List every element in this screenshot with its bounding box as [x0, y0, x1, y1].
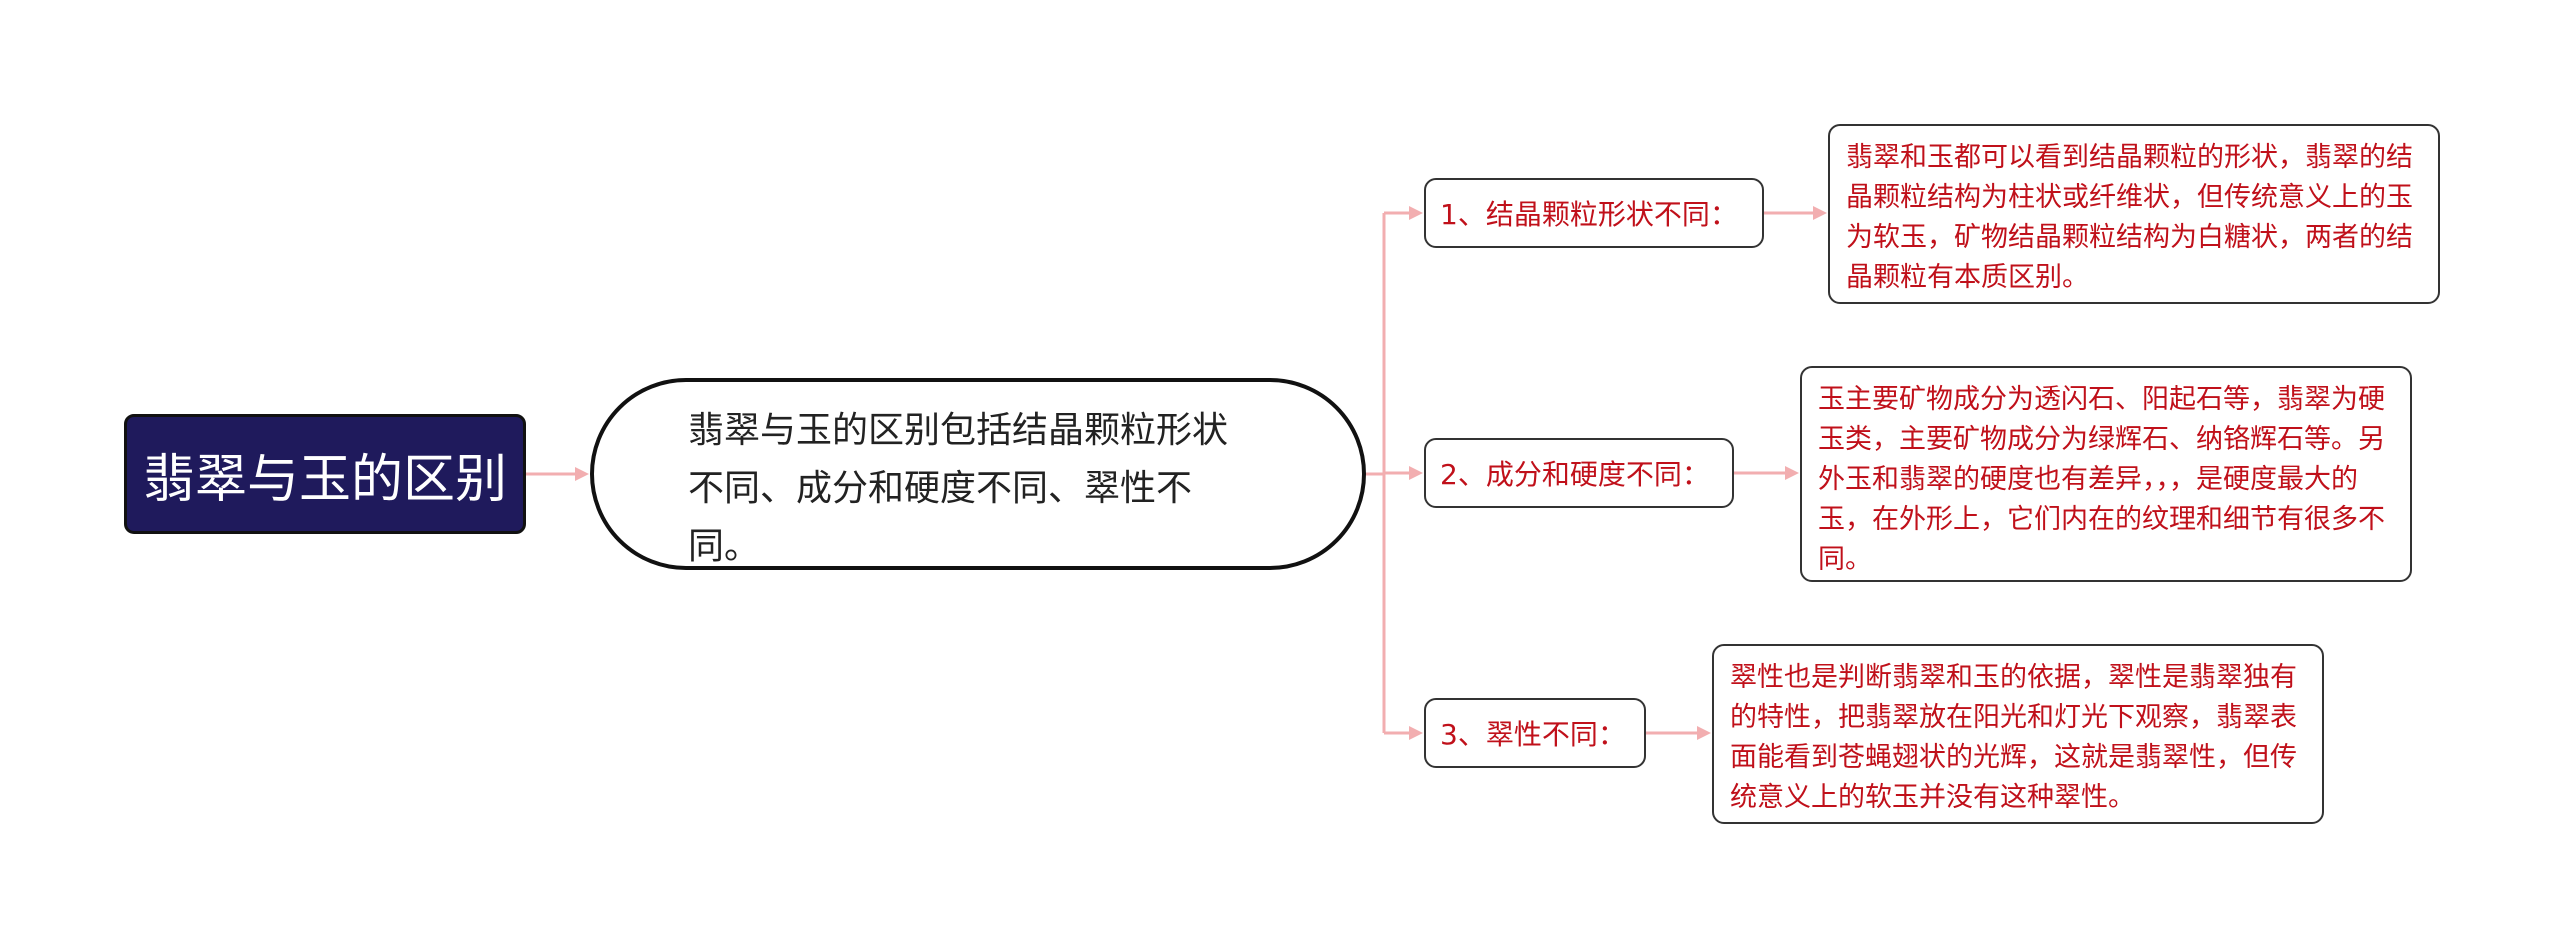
- arrowhead-branch-3: [1409, 726, 1423, 740]
- detail-topic-composition-hardness[interactable]: 玉主要矿物成分为透闪石、阳起石等，翡翠为硬玉类，主要矿物成分为绿辉石、纳铬辉石等…: [1800, 366, 2412, 582]
- branch-topic-jade-character[interactable]: 3、翠性不同：: [1424, 698, 1646, 768]
- branch-topic-crystal-shape[interactable]: 1、结晶颗粒形状不同：: [1424, 178, 1764, 248]
- arrowhead-detail-2: [1785, 466, 1799, 480]
- arrowhead-branch-2: [1409, 466, 1423, 480]
- root-topic[interactable]: 翡翠与玉的区别: [124, 414, 526, 534]
- detail-topic-crystal-shape[interactable]: 翡翠和玉都可以看到结晶颗粒的形状，翡翠的结晶颗粒结构为柱状或纤维状，但传统意义上…: [1828, 124, 2440, 304]
- detail-topic-jade-character[interactable]: 翠性也是判断翡翠和玉的依据，翠性是翡翠独有的特性，把翡翠放在阳光和灯光下观察，翡…: [1712, 644, 2324, 824]
- summary-topic[interactable]: 翡翠与玉的区别包括结晶颗粒形状不同、成分和硬度不同、翠性不同。: [590, 378, 1366, 570]
- branch-topic-composition-hardness[interactable]: 2、成分和硬度不同：: [1424, 438, 1734, 508]
- arrowhead-branch-1: [1409, 206, 1423, 220]
- arrowhead-detail-3: [1697, 726, 1711, 740]
- arrowhead-summary: [575, 467, 589, 481]
- arrowhead-detail-1: [1813, 206, 1827, 220]
